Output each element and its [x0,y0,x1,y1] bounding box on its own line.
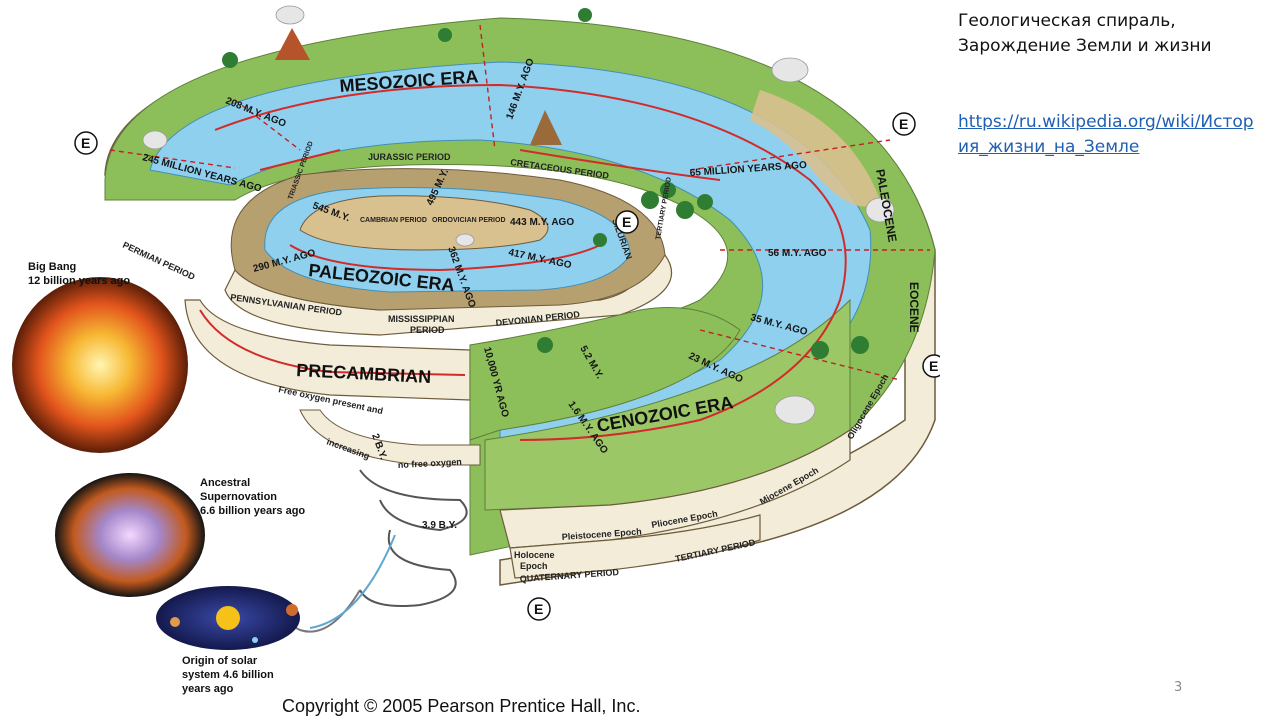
tree [537,337,553,353]
geologic-spiral-diagram: Big Bang 12 billion years ago Ancestral … [12,5,940,695]
precambrian-loop-2 [359,529,457,607]
note-no-free-oxygen: no free oxygen [398,457,462,470]
date-56: 56 M.Y. AGO [768,248,827,259]
inner-core-land [299,195,549,251]
cloud-icon [275,5,305,25]
epoch-holocene-1: Holocene [514,550,555,560]
cloud-icon [455,233,475,247]
page-number: 3 [1174,680,1183,695]
supernova-image [55,473,205,597]
cloud-icon [142,130,168,150]
supernova-label-3: 6.6 billion years ago [200,505,305,517]
timeline-middle [259,149,721,181]
epoch-holocene-2: Epoch [520,561,548,571]
quaternary-wall [509,514,761,579]
cenozoic-front-wall [499,428,851,549]
sun-icon [216,606,240,630]
timeline-precambrian [199,309,466,376]
big-bang-label-2: 12 billion years ago [28,275,130,287]
cloud-icon [774,395,816,425]
cloud-icons [142,5,895,425]
tree [851,336,869,354]
precambrian-lower-band [299,409,481,466]
tree [593,233,607,247]
volcano-icon [530,110,562,145]
solar-label-3: years ago [182,683,234,695]
tree [660,182,676,198]
copyright-notice: Copyright © 2005 Pearson Prentice Hall, … [282,696,641,716]
wikipedia-link-line-2[interactable]: ия_жизни_на_Земле [958,137,1140,157]
dash-245 [109,149,236,169]
tree-cluster [222,8,869,359]
desert-patch [750,90,880,207]
period-permian: PERMIAN PERIOD [121,240,197,282]
cloud-icon [865,197,895,223]
date-3-9by: 3.9 B.Y. [422,520,457,531]
e-marker-label: E [929,358,938,374]
solar-system-inset: Origin of solar system 4.6 billion years… [156,586,300,695]
slide-title-line-1: Геологическая спираль, [958,11,1176,31]
e-marker-label: E [81,135,90,151]
dash-208 [234,99,301,151]
tree [676,201,694,219]
tree [641,191,659,209]
solar-label-2: system 4.6 billion [182,669,274,681]
e-marker-circle [74,131,98,155]
period-jurassic: JURASSIC PERIOD [368,152,451,162]
e-marker-circle [615,210,639,234]
cenozoic-land [469,307,741,441]
planet-icon [170,617,180,627]
tree [811,341,829,359]
period-cambrian: CAMBRIAN PERIOD [360,217,427,224]
e-marker-label: E [899,116,908,132]
e-markers: E E E E E [74,112,940,621]
period-mississippian-1: MISSISSIPPIAN [388,314,455,324]
big-bang-image [12,277,188,453]
precambrian-tail-blue [309,534,396,629]
e-marker-circle [527,597,551,621]
solar-label-1: Origin of solar [182,655,258,667]
e-marker-label: E [622,214,631,230]
date-443: 443 M.Y. AGO [510,217,574,228]
dash-35 [699,329,901,381]
period-mississippian-2: PERIOD [410,325,445,335]
cenozoic-front-block [469,298,851,579]
supernova-label-2: Supernovation [200,491,277,503]
dash-146 [479,24,496,151]
wikipedia-link-line-1[interactable]: https://ru.wikipedia.org/wiki/Истор [958,112,1254,132]
period-ordovician: ORDOVICIAN PERIOD [432,217,506,224]
e-marker-label: E [534,601,543,617]
slide-title-line-2: Зарождение Земли и жизни [958,36,1212,56]
epoch-eocene: EOCENE [907,282,921,333]
tree [697,194,713,210]
boundary-dashes [109,24,930,381]
planet-icon [252,637,258,643]
supernova-label-1: Ancestral [200,477,250,489]
timeline-inner [289,244,601,272]
precambrian-loop-1 [359,469,468,532]
tree [222,52,238,68]
e-marker-circle [922,354,940,378]
timeline-arrows [199,83,847,441]
planet-icon [286,604,298,616]
volcano-icon [275,28,310,60]
timeline-outer [214,83,847,441]
big-bang-inset: Big Bang 12 billion years ago [12,261,188,453]
e-marker-circle [892,112,916,136]
tree [438,28,452,42]
supernova-inset: Ancestral Supernovation 6.6 billion year… [55,473,305,597]
big-bang-label-1: Big Bang [28,261,76,273]
dash-65 [689,139,891,171]
cloud-icon [771,57,809,83]
tree [578,8,592,22]
